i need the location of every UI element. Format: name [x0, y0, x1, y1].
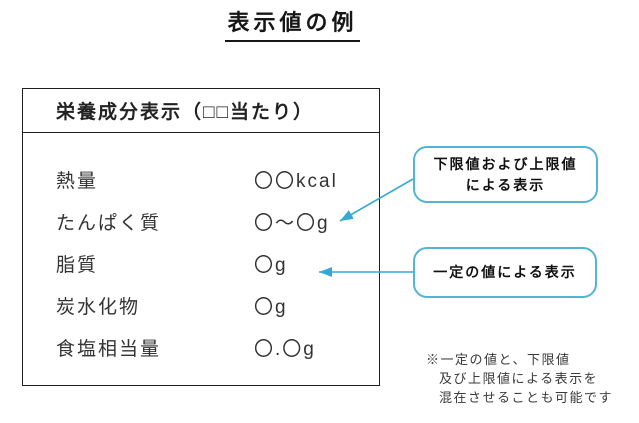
table-row: 脂質 〇g	[56, 242, 379, 284]
table-row: 食塩相当量 〇.〇g	[56, 326, 379, 368]
footnote-line: 及び上限値による表示を	[439, 371, 599, 386]
nutrition-label-box: 栄養成分表示（□□当たり） 熱量 〇〇kcal たんぱく質 〇～〇g 脂質 〇g…	[22, 88, 380, 386]
page-title-text: 表示値の例	[225, 5, 360, 42]
row-label: 熱量	[56, 170, 99, 192]
row-value: 〇g	[254, 296, 288, 318]
page-title: 表示値の例	[175, 5, 410, 42]
row-label: たんぱく質	[56, 212, 162, 234]
footnote-line: ※一定の値と、下限値	[426, 352, 571, 367]
row-label: 炭水化物	[56, 296, 141, 318]
footnote: ※一定の値と、下限値 及び上限値による表示を 混在させることも可能です	[426, 350, 631, 407]
table-row: 熱量 〇〇kcal	[56, 158, 379, 200]
row-label: 脂質	[56, 254, 99, 276]
row-value: 〇.〇g	[254, 338, 316, 360]
callout-fixed-text: 一定の値による表示	[433, 264, 577, 281]
nutrition-label-header: 栄養成分表示（□□当たり）	[23, 89, 379, 133]
callout-range-line1: 下限値および上限値	[433, 156, 578, 173]
table-row: たんぱく質 〇～〇g	[56, 200, 379, 242]
nutrition-rows: 熱量 〇〇kcal たんぱく質 〇～〇g 脂質 〇g 炭水化物 〇g 食塩相当量…	[23, 133, 379, 368]
table-row: 炭水化物 〇g	[56, 284, 379, 326]
row-value: 〇〇kcal	[254, 170, 338, 192]
callout-fixed-value: 一定の値による表示	[413, 247, 597, 298]
row-label: 食塩相当量	[56, 338, 162, 360]
row-value: 〇g	[254, 254, 288, 276]
row-value: 〇～〇g	[254, 212, 330, 234]
callout-range-display: 下限値および上限値 による表示	[413, 146, 598, 203]
footnote-line: 混在させることも可能です	[439, 390, 614, 405]
callout-range-line2: による表示	[465, 176, 546, 193]
